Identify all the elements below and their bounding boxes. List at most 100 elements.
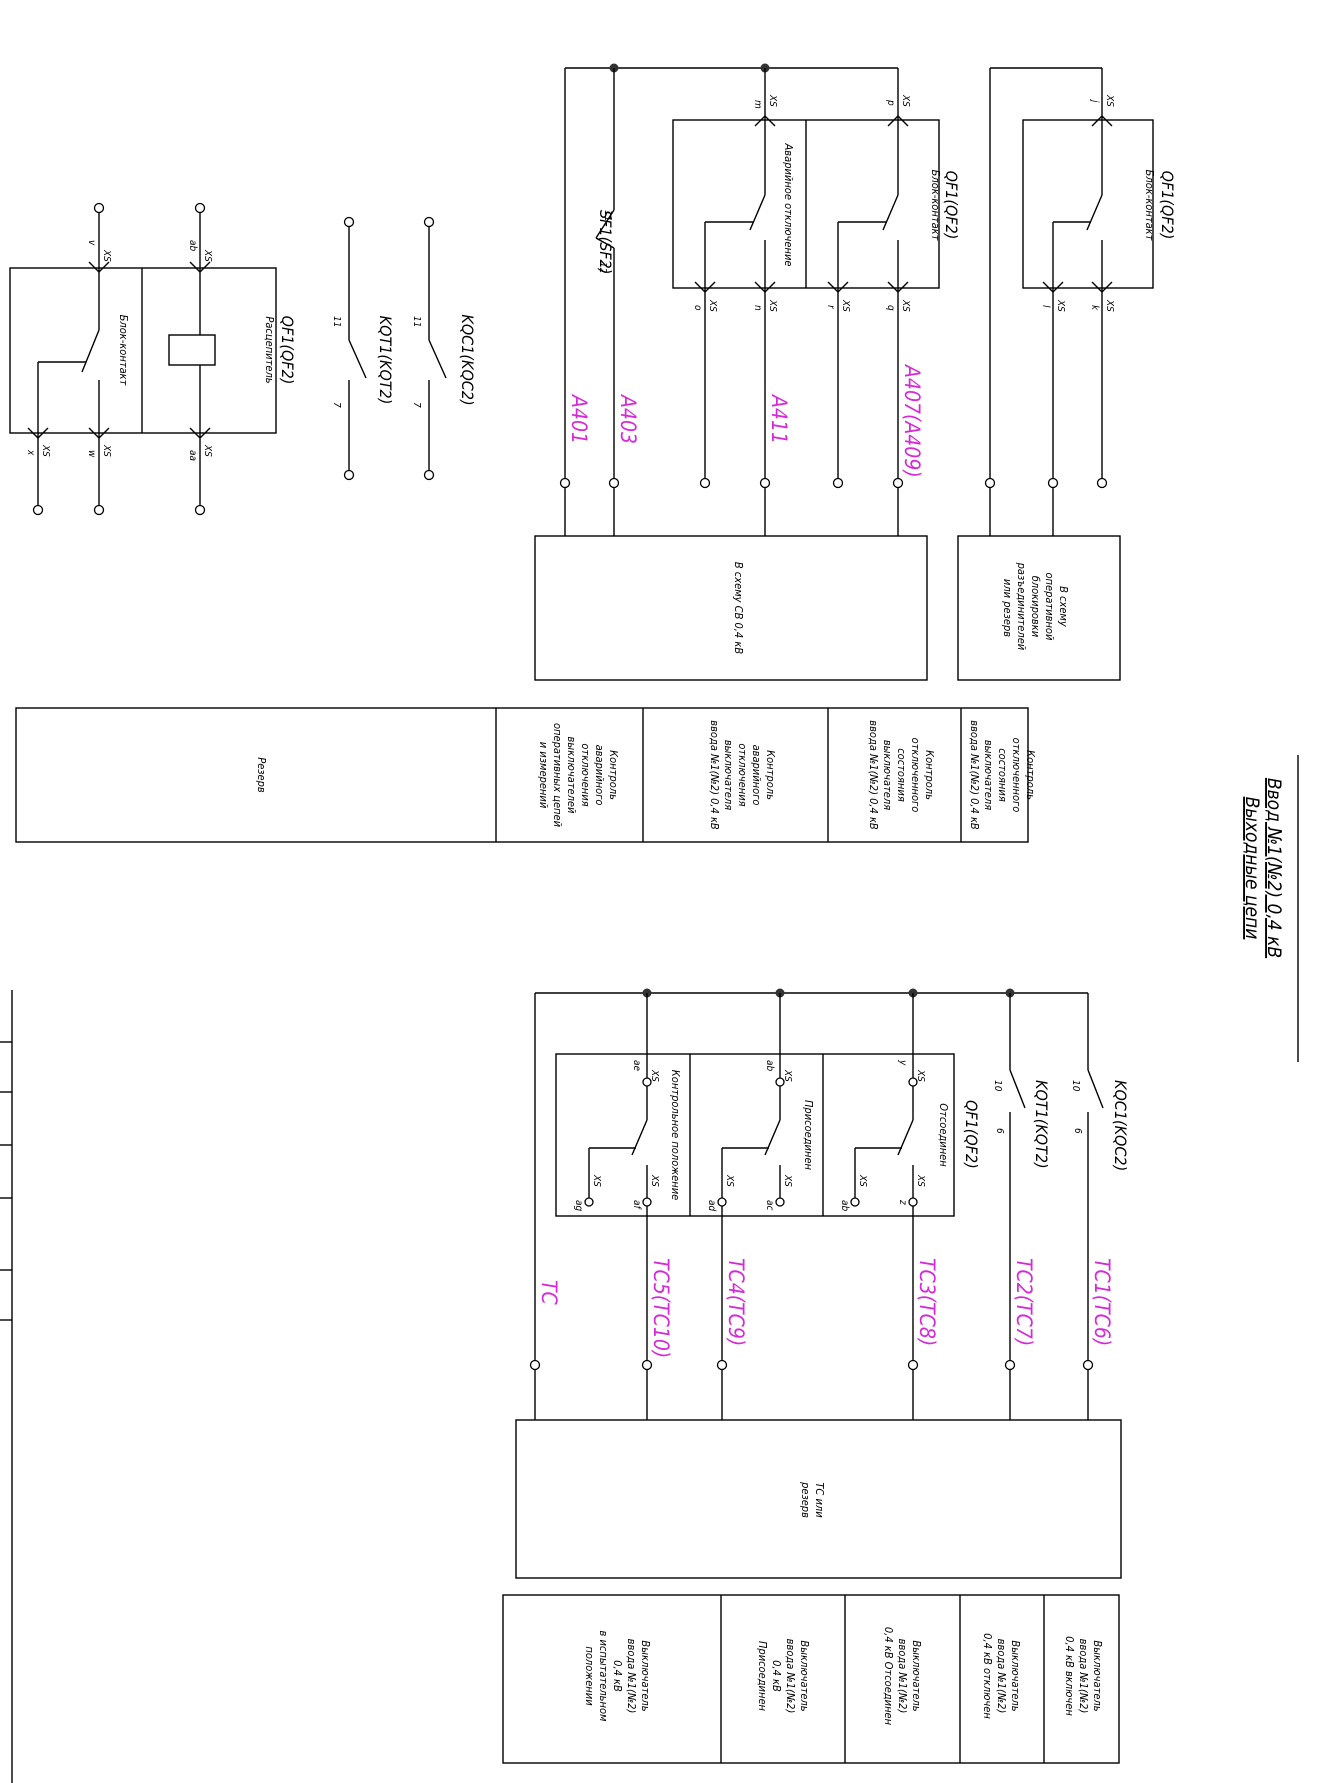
xs-label: XS: [900, 299, 911, 312]
tc4-label: TC4(TC9): [724, 1258, 748, 1346]
contact-num: 7: [411, 402, 422, 408]
tc-desc-1: Выключательввода №1(№2)0,4 кВ включен: [1063, 1636, 1104, 1716]
tc-target-text: ТС илирезерв: [799, 1481, 826, 1518]
sf-label: SF1(SF2): [596, 210, 615, 274]
sheet-title: Ввод №1(№2) 0,4 кВ: [1263, 778, 1285, 958]
interlock-qf-device: QF1(QF2): [1158, 171, 1177, 240]
xs-label: XS: [915, 1069, 926, 1082]
pin-aa: aa: [187, 450, 198, 461]
xs-label: XS: [202, 249, 213, 262]
qf-release-label: Расцепитель: [263, 316, 276, 383]
desc-3: Контрольаварийногоотключениявыключателяв…: [708, 720, 777, 830]
left-frame-stub: [0, 990, 13, 1783]
description-table-top: Контрольотключенногосостояниявыключателя…: [15, 707, 1037, 843]
kqc-contact: KQC1(KQC2) 11 7: [411, 216, 477, 481]
pin-v: v: [86, 240, 97, 246]
sf-pin: 12: [597, 262, 608, 274]
desc-reserve: Резерв: [255, 757, 268, 793]
xs-label: XS: [649, 1174, 660, 1187]
tc5-label: TC5(TC10): [649, 1258, 673, 1358]
sheet-subtitle: Выходные цепи: [1241, 797, 1263, 940]
section-connected: Присоединен: [717, 993, 815, 1360]
release-coil: [168, 334, 216, 366]
pin: p: [885, 99, 896, 106]
block-sv-group: SF1(SF2) 11 12 QF1(QF2) Блок-контакт Ав: [534, 63, 961, 681]
wire-label-a403: A403: [616, 394, 640, 444]
pin: o: [692, 305, 703, 311]
title-block: Ввод №1(№2) 0,4 кВ Выходные цепи: [1241, 778, 1285, 958]
contact-num: 10: [1070, 1080, 1081, 1092]
tc3-label: TC3(TC8): [915, 1258, 939, 1346]
contact-num: 11: [411, 316, 422, 327]
xs-label: XS: [782, 1174, 793, 1187]
xs-label: XS: [1055, 299, 1066, 312]
contact-num: 10: [992, 1080, 1003, 1092]
kqt-label: KQT1(KQT2): [376, 316, 395, 405]
tc1-label: TC1(TC6): [1090, 1258, 1114, 1346]
interlock-target-text: В схему оперативной блокировки разъедини…: [1001, 562, 1070, 654]
xs-label: XS: [900, 94, 911, 107]
pin: k: [1089, 305, 1100, 311]
pin: l: [1040, 305, 1051, 308]
qf-block-device: QF1(QF2): [942, 171, 961, 240]
pin: ae: [631, 1060, 642, 1072]
contact-num: 11: [331, 316, 342, 327]
qf-blk-label: Блок-контакт: [117, 315, 130, 386]
label-connected: Присоединен: [802, 1100, 815, 1171]
pin: r: [825, 305, 836, 310]
qf-release-device: QF1(QF2): [278, 316, 297, 385]
sv-target-text: В схему СВ 0,4 кВ: [732, 562, 745, 654]
xs-label: XS: [40, 444, 51, 457]
desc-2: Контрольотключенногосостояниявыключателя…: [867, 720, 936, 830]
pin: z: [897, 1199, 908, 1205]
pin: af: [631, 1200, 642, 1211]
pin-ab: ab: [187, 240, 198, 252]
qf-block-label: Блок-контакт: [929, 170, 942, 241]
label-test-position: Контрольное положение: [669, 1070, 682, 1200]
pin: ab: [764, 1060, 775, 1072]
label-disconnected: Отсоединен: [937, 1103, 950, 1167]
tc-desc-3: Выключательввода №1(№2)0,4 кВ Отсоединен: [882, 1627, 923, 1726]
pin: y: [897, 1059, 908, 1066]
tc2-label: TC2(TC7): [1012, 1258, 1036, 1346]
description-table-bottom: Выключательввода №1(№2)0,4 кВ включен Вы…: [502, 1594, 1120, 1764]
tc-target-box: [515, 1419, 1122, 1579]
xs-label: XS: [767, 299, 778, 312]
xs-label: XS: [1104, 299, 1115, 312]
desc-4: Контрольаварийногоотключениявыключателей…: [537, 723, 620, 828]
xs-label: XS: [767, 94, 778, 107]
alarm-label: Аварийное отключение: [782, 143, 795, 267]
xs-label: XS: [724, 1174, 735, 1187]
contact-num: 7: [331, 402, 342, 408]
wire-label-a401: A401: [567, 394, 591, 444]
xs-label: XS: [857, 1174, 868, 1187]
pin: ac: [764, 1200, 775, 1211]
bottom-qf-box: [555, 1053, 955, 1217]
bottom-qf-device: QF1(QF2): [962, 1100, 981, 1169]
interlock-qf-box: [1022, 119, 1154, 289]
pin: ad: [706, 1200, 717, 1212]
pin: q: [885, 305, 896, 311]
section-test-position: Контрольное положение: [584, 993, 682, 1360]
terminal: [194, 202, 206, 214]
xs-label: XS: [591, 1174, 602, 1187]
sv-target-box: [534, 535, 928, 681]
contact-num: 6: [1072, 1128, 1083, 1134]
bottom-kqt-label: KQT1(KQT2): [1032, 1080, 1051, 1169]
desc-1: Контрольотключенногосостояниявыключателя…: [968, 720, 1037, 830]
tc-label: TC: [537, 1280, 561, 1306]
pin-x: x: [25, 449, 36, 456]
pin: n: [752, 305, 763, 311]
xs-label: XS: [707, 299, 718, 312]
pin-w: w: [86, 450, 97, 458]
qf-release-box: [9, 267, 277, 434]
section-disconnected: Отсоединен: [850, 993, 950, 1360]
interlock-target-box: [957, 535, 1121, 681]
qf-release-group: QF1(QF2) Расцепитель Блок-контакт XS XS …: [9, 202, 297, 516]
tc-desc-4: Выключательввода №1(№2)0,4 кВПрисоединен: [756, 1639, 811, 1714]
xs-label: XS: [101, 249, 112, 262]
interlock-qf-label: Блок-контакт: [1143, 170, 1156, 241]
pin: j: [1089, 98, 1100, 103]
tc-group: 10 6 KQC1(KQC2) 10 6 KQT1(KQT2) QF1(QF2): [515, 988, 1130, 1579]
